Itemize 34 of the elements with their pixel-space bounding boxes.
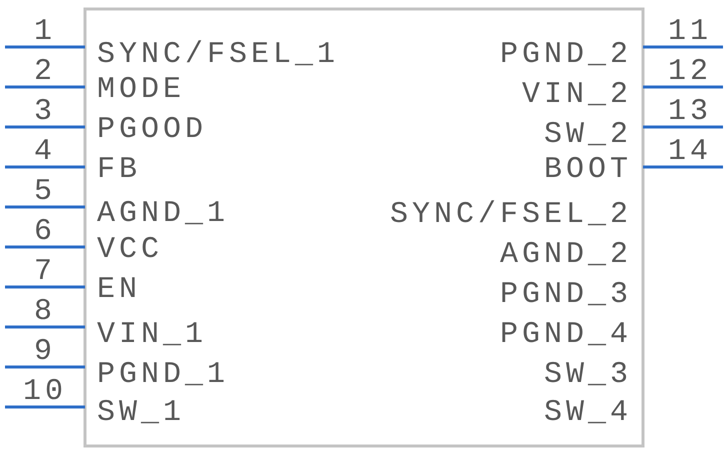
pin-label: VIN_2 — [522, 80, 632, 110]
pin-number: 4 — [34, 137, 56, 167]
pin-number: 2 — [34, 57, 56, 87]
pin-number: 11 — [668, 17, 712, 47]
pin-label: SYNC/FSEL_1 — [97, 40, 340, 70]
pin-label: SW_4 — [544, 398, 632, 428]
pin-label: AGND_2 — [500, 240, 632, 270]
pin-number: 12 — [668, 57, 712, 87]
pin-label: SW_3 — [544, 360, 632, 390]
pin-label: PGND_3 — [500, 280, 632, 310]
pin-number: 3 — [34, 97, 56, 127]
pin-label: MODE — [97, 75, 186, 105]
pin-label: AGND_1 — [97, 199, 230, 229]
pin-number: 10 — [23, 377, 67, 407]
pin-label: VCC — [97, 235, 164, 265]
pin-label: PGOOD — [97, 115, 208, 145]
pin-number: 8 — [34, 297, 56, 327]
pin-label: SW_1 — [97, 398, 186, 428]
pin-number: 14 — [668, 137, 712, 167]
pin-label: FB — [97, 155, 142, 185]
pin-label: PGND_1 — [97, 360, 230, 390]
pin-number: 7 — [34, 257, 56, 287]
pin-label: SW_2 — [544, 120, 632, 150]
pin-label: PGND_2 — [500, 40, 632, 70]
pin-number: 6 — [34, 217, 56, 247]
pin-label: BOOT — [544, 155, 632, 185]
pin-number: 13 — [668, 97, 712, 127]
pin-label: PGND_4 — [500, 320, 632, 350]
pin-number: 1 — [34, 17, 56, 47]
pin-label: EN — [97, 275, 142, 305]
pin-label: VIN_1 — [97, 320, 208, 350]
pin-label: SYNC/FSEL_2 — [390, 200, 632, 230]
pin-number: 5 — [34, 177, 56, 207]
pin-number: 9 — [34, 337, 56, 367]
